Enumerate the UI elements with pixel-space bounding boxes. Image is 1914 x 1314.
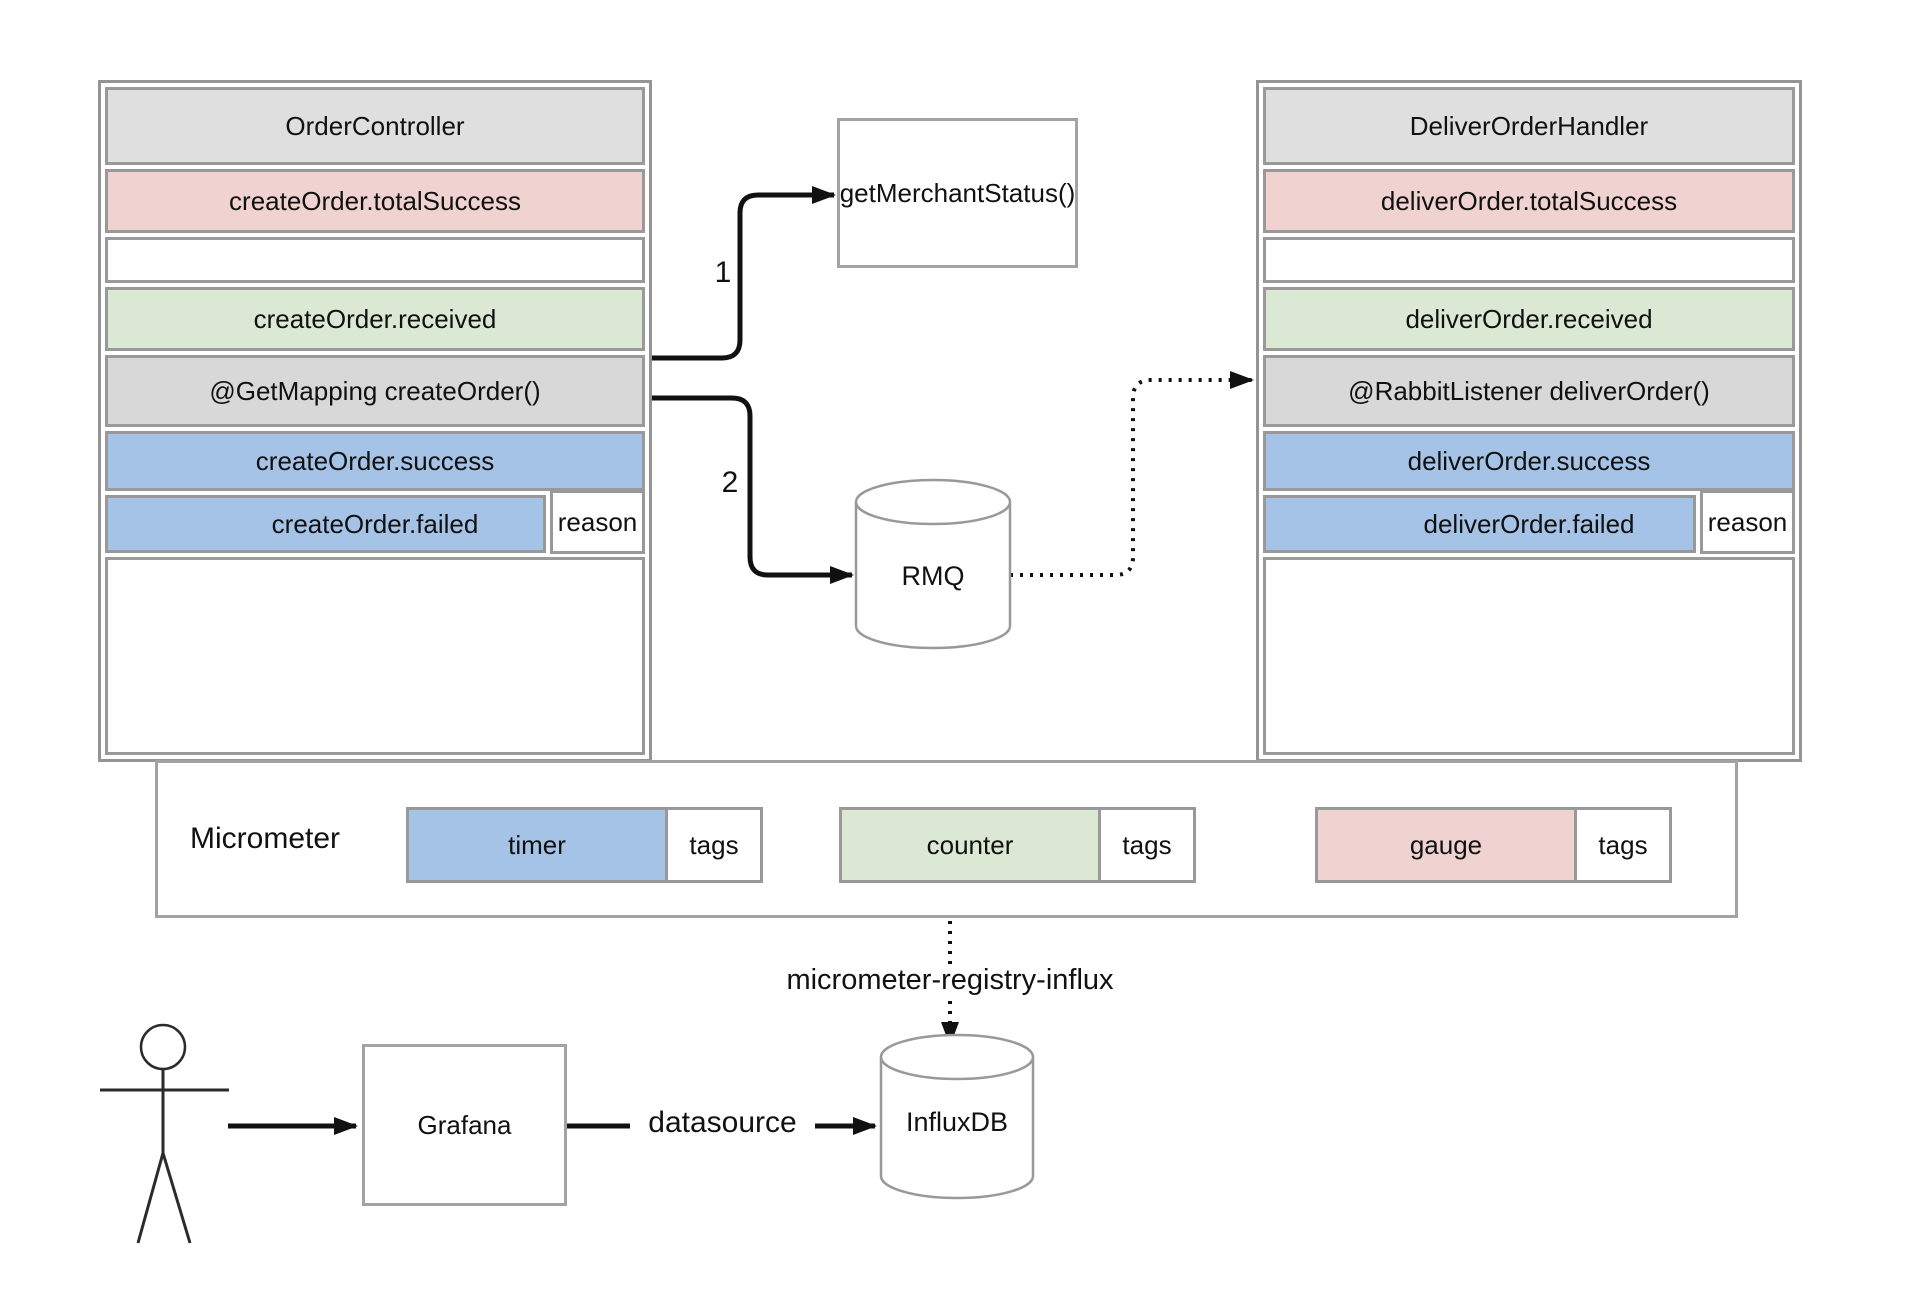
counter-metric: counter bbox=[839, 807, 1101, 883]
method-create-order: @GetMapping createOrder() bbox=[105, 355, 645, 427]
metric-deliver-order-failed: deliverOrder.failed bbox=[1263, 495, 1696, 553]
timer-tags: tags bbox=[665, 807, 763, 883]
influxdb-cylinder bbox=[879, 1033, 1035, 1200]
rmq-label: RMQ bbox=[901, 560, 965, 591]
deliver-order-handler-title: DeliverOrderHandler bbox=[1263, 87, 1795, 165]
flow-step-2-label: 2 bbox=[721, 466, 739, 499]
order-controller-title: OrderController bbox=[105, 87, 645, 165]
gauge-metric: gauge bbox=[1315, 807, 1577, 883]
empty-area bbox=[1263, 557, 1795, 755]
metric-create-order-received: createOrder.received bbox=[105, 287, 645, 351]
flow-arrow-1 bbox=[651, 186, 836, 361]
spacer-row bbox=[1263, 237, 1795, 283]
get-merchant-status-box: getMerchantStatus() bbox=[837, 118, 1078, 268]
metric-create-order-failed-row: createOrder.failed reason bbox=[105, 490, 645, 554]
user-stick-figure bbox=[100, 1023, 229, 1244]
rmq-cylinder bbox=[854, 478, 1012, 650]
gauge-metric-group: gauge tags bbox=[1315, 807, 1672, 883]
timer-metric-group: timer tags bbox=[406, 807, 763, 883]
tag-reason: reason bbox=[1700, 490, 1795, 554]
metric-deliver-order-total-success: deliverOrder.totalSuccess bbox=[1263, 169, 1795, 233]
metric-create-order-total-success: createOrder.totalSuccess bbox=[105, 169, 645, 233]
metric-create-order-success: createOrder.success bbox=[105, 431, 645, 491]
method-deliver-order: @RabbitListener deliverOrder() bbox=[1263, 355, 1795, 427]
order-controller-box: OrderController createOrder.totalSuccess… bbox=[98, 80, 652, 762]
deliver-order-handler-box: DeliverOrderHandler deliverOrder.totalSu… bbox=[1256, 80, 1802, 762]
tag-reason: reason bbox=[550, 490, 645, 554]
spacer-row bbox=[105, 237, 645, 283]
micrometer-title: Micrometer bbox=[190, 822, 341, 855]
counter-metric-group: counter tags bbox=[839, 807, 1196, 883]
influxdb-label: InfluxDB bbox=[905, 1106, 1009, 1137]
gauge-tags: tags bbox=[1574, 807, 1672, 883]
metric-deliver-order-received: deliverOrder.received bbox=[1263, 287, 1795, 351]
micrometer-box: Micrometer timer tags counter tags gauge… bbox=[155, 760, 1738, 918]
grafana-box: Grafana bbox=[362, 1044, 567, 1206]
micrometer-registry-influx-label: micrometer-registry-influx bbox=[730, 964, 1170, 997]
metric-deliver-order-failed-row: deliverOrder.failed reason bbox=[1263, 490, 1795, 554]
timer-metric: timer bbox=[406, 807, 668, 883]
datasource-label: datasource bbox=[630, 1106, 815, 1140]
flow-step-1-label: 1 bbox=[714, 256, 732, 289]
counter-tags: tags bbox=[1098, 807, 1196, 883]
flow-arrow-2 bbox=[651, 395, 854, 584]
empty-area bbox=[105, 557, 645, 755]
metric-deliver-order-success: deliverOrder.success bbox=[1263, 431, 1795, 491]
rmq-to-handler-dotted-arrow bbox=[1010, 371, 1254, 577]
metric-create-order-failed: createOrder.failed bbox=[105, 495, 546, 553]
